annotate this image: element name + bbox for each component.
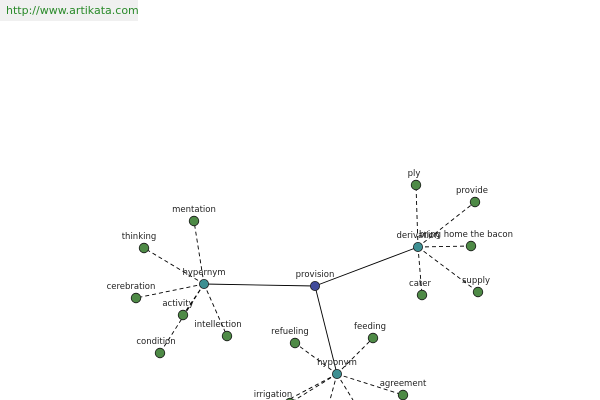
edge-provision-hypernym (203, 283, 316, 287)
edge-hypernym-cerebration (135, 283, 205, 299)
label-refueling[interactable]: refueling (271, 327, 309, 337)
label-hyponym[interactable]: hyponym (317, 358, 357, 368)
node-thinking[interactable] (138, 242, 150, 254)
edge-hypernym-thinking (143, 247, 205, 285)
node-bring-home-the-bacon[interactable] (465, 240, 477, 252)
node-hypernym[interactable] (198, 278, 209, 289)
label-cerebration[interactable]: cerebration (107, 282, 156, 292)
node-refueling[interactable] (289, 337, 301, 349)
edge-hypernym-activity (182, 283, 205, 316)
label-bring-home-the-bacon[interactable]: bring home the bacon (419, 230, 513, 240)
edge-hypernym-intellection (203, 283, 228, 337)
node-provide[interactable] (469, 196, 481, 208)
edge-derivation-bring-home-the-bacon (417, 245, 472, 248)
node-ply[interactable] (410, 179, 422, 191)
edge-hyponym-irrigation (294, 373, 338, 400)
node-feeding[interactable] (367, 332, 379, 344)
edge-hyponym-offscreen-1 (336, 373, 354, 400)
label-agreement[interactable]: agreement (380, 379, 427, 389)
edge-derivation-cater (417, 246, 423, 296)
label-provision[interactable]: provision (296, 270, 335, 280)
node-cerebration[interactable] (130, 292, 142, 304)
node-intellection[interactable] (221, 330, 233, 342)
label-feeding[interactable]: feeding (354, 322, 386, 332)
node-supply[interactable] (472, 286, 484, 298)
node-cater[interactable] (416, 289, 428, 301)
node-hyponym[interactable] (331, 368, 342, 379)
edge-hyponym-agreement (336, 373, 404, 396)
edge-provision-derivation (314, 246, 419, 287)
edge-provision-hyponym (314, 285, 338, 375)
label-derivation[interactable]: derivation (396, 231, 439, 241)
label-supply[interactable]: supply (462, 276, 490, 286)
node-mentation[interactable] (188, 215, 200, 227)
label-intellection[interactable]: intellection (194, 320, 241, 330)
edge-hyponym-offscreen-0 (329, 373, 338, 400)
site-url-banner[interactable]: http://www.artikata.com (0, 0, 139, 21)
label-thinking[interactable]: thinking (122, 232, 157, 242)
edge-derivation-ply (415, 184, 419, 248)
label-activity[interactable]: activity (162, 299, 193, 309)
edge-hyponym-refueling (294, 342, 338, 375)
edge-hyponym-feeding (336, 337, 374, 375)
label-condition[interactable]: condition (136, 337, 175, 347)
edge-derivation-provide (417, 201, 476, 248)
label-irrigation[interactable]: irrigation (254, 390, 292, 400)
label-mentation[interactable]: mentation (172, 205, 216, 215)
edge-hypernym-mentation (193, 220, 205, 285)
node-agreement[interactable] (397, 389, 409, 400)
edge-derivation-supply (417, 246, 479, 293)
node-condition[interactable] (154, 347, 166, 359)
node-activity[interactable] (177, 309, 189, 321)
label-provide[interactable]: provide (456, 186, 488, 196)
node-provision[interactable] (309, 280, 320, 291)
label-hypernym[interactable]: hypernym (182, 268, 225, 278)
label-ply[interactable]: ply (408, 169, 421, 179)
graph-labels: provision hypernym derivation hyponym mentat… (107, 169, 513, 400)
graph-nodes (130, 179, 484, 400)
label-cater[interactable]: cater (409, 279, 431, 289)
graph-edges (135, 184, 479, 400)
node-derivation[interactable] (412, 241, 423, 252)
